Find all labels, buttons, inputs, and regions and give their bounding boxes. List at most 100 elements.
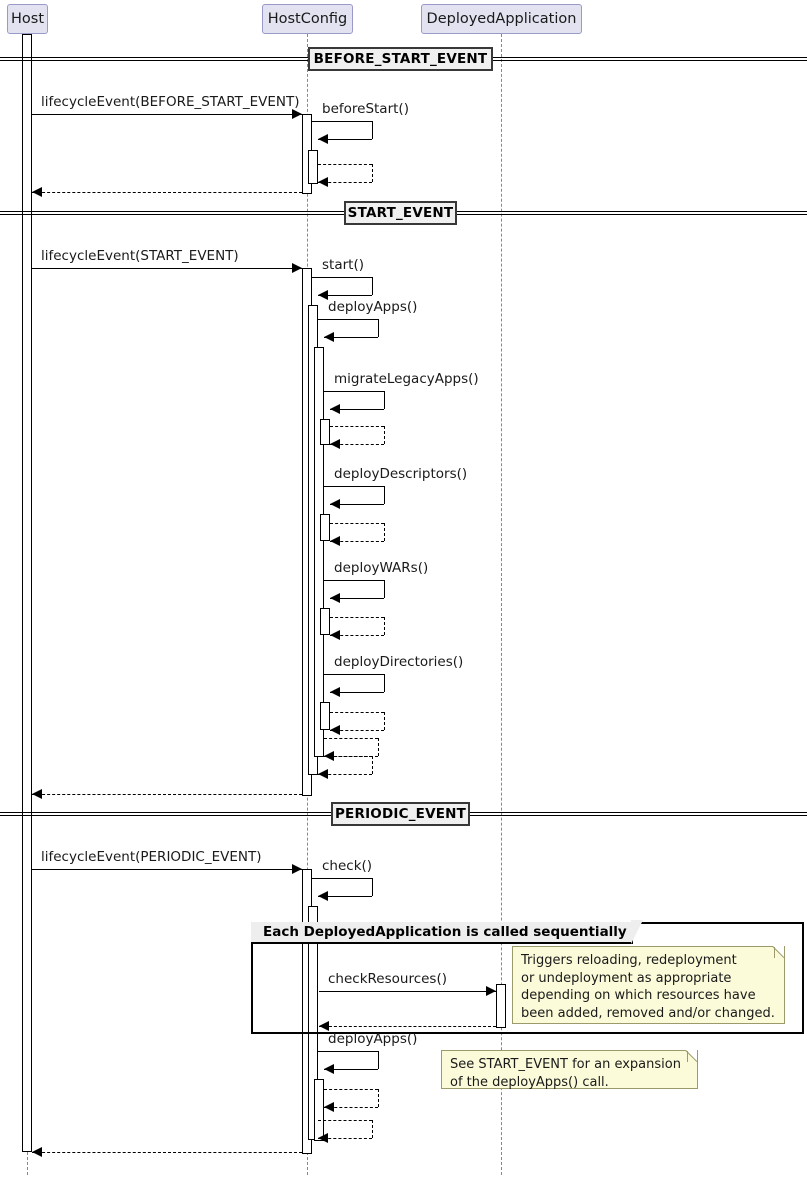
selfret-arrowhead-m17	[318, 769, 328, 779]
activation-bar-config-7	[320, 514, 330, 541]
selfret-out-m17	[318, 756, 372, 757]
divider-start: START_EVENT	[344, 201, 457, 225]
self-back-m7	[324, 337, 378, 338]
self-arrowhead-m12	[330, 593, 340, 603]
selfret-out-m13	[330, 617, 384, 618]
selfret-vert-m11	[384, 523, 385, 541]
message-label-m14: deployDirectories()	[334, 654, 464, 670]
message-label-m19: lifecycleEvent(PERIODIC_EVENT)	[41, 849, 262, 865]
selfret-out-m11	[330, 523, 384, 524]
selfret-out-m24	[324, 1089, 378, 1090]
self-back-m20	[318, 896, 372, 897]
self-back-m8	[330, 409, 384, 410]
self-back-m6	[318, 295, 372, 296]
note-fold-corner-note-deploy-apps	[686, 1050, 697, 1061]
selfret-back-m13	[330, 635, 384, 636]
selfret-back-m15	[330, 730, 384, 731]
message-arrowhead-m19	[292, 864, 302, 874]
self-vert-m2	[372, 121, 373, 139]
activation-bar-config-6	[320, 419, 330, 445]
message-label-m8: migrateLegacyApps()	[334, 371, 479, 387]
lifeline-deploy	[501, 34, 502, 1175]
message-line-m19	[32, 869, 302, 870]
message-label-m10: deployDescriptors()	[334, 466, 468, 482]
selfret-arrowhead-m9	[330, 439, 340, 449]
selfret-back-m9	[330, 444, 384, 445]
self-back-m2	[318, 139, 372, 140]
message-line-m5	[32, 268, 302, 269]
self-out-m6	[312, 277, 372, 278]
message-label-m23: deployApps()	[328, 1031, 418, 1047]
message-label-m12: deployWARs()	[334, 560, 429, 576]
message-arrowhead-m5	[292, 263, 302, 273]
selfret-out-m15	[330, 712, 384, 713]
message-arrowhead-m22	[319, 1021, 329, 1031]
self-out-m14	[324, 674, 384, 675]
activation-bar-config-5	[314, 347, 324, 757]
note-note-check-resources: Triggers reloading, redeployment or unde…	[512, 946, 785, 1024]
activation-bar-host-0	[22, 34, 32, 1152]
self-out-m8	[324, 391, 384, 392]
activation-bar-deploy-13	[496, 984, 506, 1028]
message-arrowhead-m18	[32, 789, 42, 799]
self-out-m12	[324, 580, 384, 581]
message-line-m26	[32, 1152, 302, 1153]
message-arrowhead-m4	[32, 187, 42, 197]
self-back-m23	[324, 1069, 378, 1070]
selfret-vert-m17	[372, 756, 373, 774]
selfret-vert-m15	[384, 712, 385, 730]
self-vert-m20	[372, 878, 373, 896]
selfret-vert-m25	[372, 1120, 373, 1138]
self-arrowhead-m7	[324, 332, 334, 342]
selfret-arrowhead-m24	[324, 1102, 334, 1112]
selfret-arrowhead-m25	[318, 1133, 328, 1143]
selfret-arrowhead-m13	[330, 630, 340, 640]
self-out-m10	[324, 486, 384, 487]
selfret-back-m11	[330, 541, 384, 542]
note-fold-edge-note-deploy-apps	[687, 1051, 688, 1062]
note-fold-edge-note-check-resources	[774, 947, 775, 958]
selfret-arrowhead-m11	[330, 536, 340, 546]
selfret-back-m17	[318, 774, 372, 775]
message-line-m22	[319, 1026, 496, 1027]
message-arrowhead-m26	[32, 1147, 42, 1157]
selfret-vert-m24	[378, 1089, 379, 1107]
selfret-back-m24	[324, 1107, 378, 1108]
self-arrowhead-m14	[330, 687, 340, 697]
message-label-m2: beforeStart()	[322, 101, 409, 117]
self-out-m2	[312, 121, 372, 122]
activation-bar-config-9	[320, 702, 330, 730]
self-arrowhead-m2	[318, 134, 328, 144]
message-label-m20: check()	[322, 858, 373, 874]
message-label-m1: lifecycleEvent(BEFORE_START_EVENT)	[41, 94, 300, 110]
self-out-m20	[312, 878, 372, 879]
self-arrowhead-m10	[330, 499, 340, 509]
participant-config[interactable]: HostConfig	[262, 4, 353, 34]
self-vert-m7	[378, 319, 379, 337]
note-fold-corner-note-check-resources	[773, 946, 784, 957]
selfret-vert-m3	[372, 164, 373, 182]
message-label-m21: checkResources()	[328, 971, 448, 987]
self-arrowhead-m8	[330, 404, 340, 414]
self-vert-m14	[384, 674, 385, 692]
activation-bar-config-12	[314, 1079, 324, 1141]
self-out-m23	[318, 1051, 378, 1052]
message-label-m5: lifecycleEvent(START_EVENT)	[41, 248, 239, 264]
self-vert-m8	[384, 391, 385, 409]
selfret-vert-m16	[378, 738, 379, 756]
selfret-arrowhead-m15	[330, 725, 340, 735]
participant-host[interactable]: Host	[7, 4, 48, 34]
message-line-m18	[32, 794, 302, 795]
self-vert-m12	[384, 580, 385, 598]
self-arrowhead-m6	[318, 290, 328, 300]
message-label-m6: start()	[322, 257, 364, 273]
self-arrowhead-m20	[318, 891, 328, 901]
self-vert-m23	[378, 1051, 379, 1069]
message-arrowhead-m1	[292, 109, 302, 119]
participant-deploy[interactable]: DeployedApplication	[421, 4, 582, 34]
message-line-m1	[32, 114, 302, 115]
selfret-back-m3	[318, 182, 372, 183]
selfret-out-m9	[330, 426, 384, 427]
self-vert-m10	[384, 486, 385, 504]
